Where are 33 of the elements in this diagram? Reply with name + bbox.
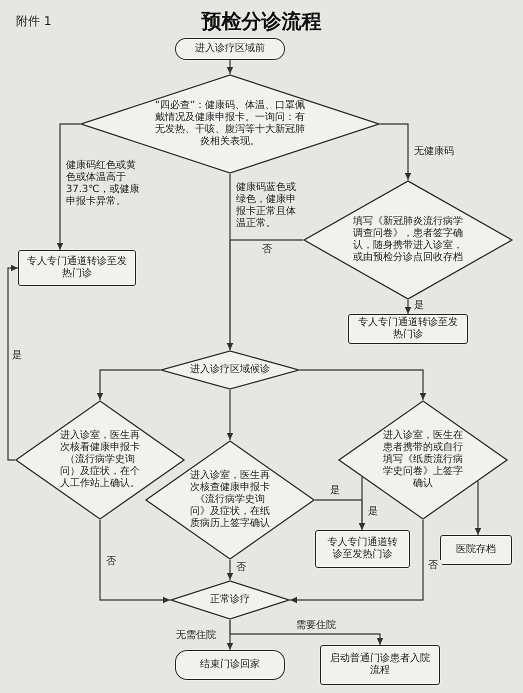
process-box: 医院存档 [440,535,512,565]
process-box: 专人专门通道转诊至发热门诊 [18,250,136,286]
arrow [300,369,426,400]
process-box: 专人专门通道转诊至发热门诊 [348,314,468,344]
terminal-box: 进入诊疗区域前 [175,38,285,60]
arrow [226,239,303,350]
edge-label: 健康码红色或黄色或体温高于37.3℃，或健康申报卡异常。 [66,160,140,208]
arrow [229,620,384,645]
process-box: 启动普通门诊患者入院流程 [320,645,440,685]
arrow [99,520,170,604]
arrow [474,481,482,535]
arrow [290,520,424,604]
title: 预检分诊流程 [202,8,322,35]
decision-text: 进入诊室，医生再次核看健康申报卡（流行病学史询问）及症状，在个人工作站上确认。 [59,430,141,490]
terminal-box: 结束门诊回家 [175,650,285,680]
arrow [96,369,160,400]
arrow [404,300,412,314]
decision-text: 正常诊疗 [209,594,251,606]
arrow [7,264,18,461]
arrow [226,60,234,74]
arrow [56,123,80,250]
decision-text: “四必查”：健康码、体温、口罩佩戴情况及健康申报卡。一询问：有无发热、干咳、腹泻等十大新冠肺炎相关表现。 [154,100,306,148]
arrow [226,390,234,440]
decision-text: 填写《新冠肺炎流行病学调查问卷》，患者签字确认，随身携带进入诊室，或由预检分诊点回收存档 [352,216,464,264]
decision-text: 进入诊室，医生再次核查健康申报卡《流行病学史询问》及症状，在纸质病历上签字确认 [189,470,271,530]
arrow [226,560,234,580]
decision-text: 进入诊室，医生在患者携带的或自行填写《纸质流行病学史问卷》上签字确认 [382,430,464,490]
arrow [358,476,366,530]
process-box: 专人专门通道转诊至发热门诊 [315,530,410,568]
arrow [380,123,412,180]
attachment-label: 附件 1 [16,13,52,30]
decision-text: 进入诊疗区域候诊 [189,364,271,376]
edge-label: 否 [428,560,442,572]
